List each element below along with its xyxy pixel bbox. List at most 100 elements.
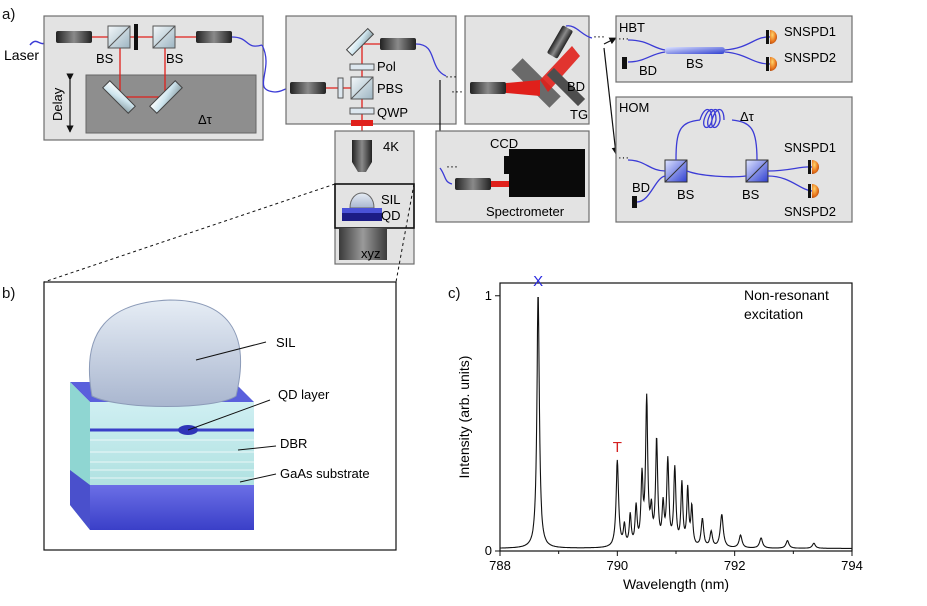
collimator-bd bbox=[547, 25, 573, 59]
cryostat-label: 4K bbox=[383, 139, 399, 154]
grating-beam bbox=[506, 80, 540, 96]
delay-mirror-right bbox=[149, 80, 183, 114]
hom-fibers bbox=[627, 108, 813, 203]
fiber-dots-2: ··· bbox=[451, 84, 463, 98]
tg-label: TG bbox=[570, 107, 588, 122]
zoom-line-right bbox=[395, 183, 415, 283]
substrate-label: GaAs substrate bbox=[280, 466, 370, 481]
panel-b-label: b) bbox=[2, 285, 15, 302]
sil-mini bbox=[349, 192, 375, 209]
sil-label-b: SIL bbox=[276, 335, 296, 350]
spectrometer-label: Spectrometer bbox=[486, 204, 565, 219]
pol-label: Pol bbox=[377, 59, 396, 74]
hbt-bd-block bbox=[622, 57, 627, 69]
qd-mini bbox=[342, 208, 382, 213]
hom-bs1-label: BS bbox=[677, 187, 695, 202]
ccd-label: CCD bbox=[490, 136, 518, 151]
fiber-dots-4: ··· bbox=[446, 159, 458, 173]
qd-layer-label: QD layer bbox=[278, 387, 330, 402]
xyz-stage bbox=[339, 228, 387, 260]
peak-x-label: X bbox=[533, 273, 543, 290]
hom-dt-label: Δτ bbox=[740, 109, 755, 124]
hom-snspd2-icon bbox=[812, 184, 819, 198]
annotation-text: Non-resonant bbox=[744, 287, 829, 303]
bs-left-label: BS bbox=[96, 51, 114, 66]
objective-lens bbox=[352, 140, 372, 172]
fiber-spectrometer bbox=[439, 167, 453, 185]
panel-a-label: a) bbox=[2, 6, 15, 23]
delay-mirror-left bbox=[102, 80, 136, 114]
hom-snspd1-icon bbox=[812, 160, 819, 174]
bs-right-label: BS bbox=[166, 51, 184, 66]
qd-label-a: QD bbox=[381, 208, 401, 223]
collimator-right bbox=[196, 31, 232, 43]
hbt-snspd1-icon bbox=[770, 30, 777, 44]
laser-label: Laser bbox=[4, 47, 39, 63]
spectrum-line bbox=[500, 296, 852, 549]
x-tick-label: 788 bbox=[489, 558, 511, 573]
hom-bs2 bbox=[745, 159, 769, 183]
spectrometer-beam bbox=[491, 181, 509, 187]
delay-block bbox=[134, 24, 138, 50]
hbt-snspd2-icon bbox=[770, 57, 777, 71]
fiber-dots-3: ··· bbox=[593, 29, 605, 43]
bd-label-a: BD bbox=[567, 79, 585, 94]
halfwave-plate bbox=[337, 77, 344, 99]
collimator-grating bbox=[470, 82, 506, 94]
qwp-label: QWP bbox=[377, 105, 408, 120]
fiber-dots: ··· bbox=[445, 69, 457, 83]
hom-box bbox=[615, 96, 853, 223]
hbt-fiber-dots: ··· bbox=[618, 33, 629, 45]
sil-label-a: SIL bbox=[381, 192, 401, 207]
bs-left bbox=[107, 25, 131, 49]
qwp-optic bbox=[349, 107, 375, 115]
hom-bd-label: BD bbox=[632, 180, 650, 195]
hbt-snspd2-label: SNSPD2 bbox=[784, 50, 836, 65]
y-tick-label: 1 bbox=[485, 288, 492, 303]
pol-mirror bbox=[345, 27, 375, 57]
fiber-grating-out bbox=[565, 25, 593, 39]
x-tick-label: 790 bbox=[606, 558, 628, 573]
dbr-label: DBR bbox=[280, 436, 307, 451]
qwp-red bbox=[351, 120, 373, 126]
substrate-mini bbox=[342, 213, 382, 221]
sil-3d bbox=[88, 299, 241, 407]
hbt-snspd2-base bbox=[766, 57, 769, 71]
hom-snspd1-label: SNSPD1 bbox=[784, 140, 836, 155]
transmission-grating bbox=[546, 67, 586, 107]
pbs-label: PBS bbox=[377, 81, 403, 96]
polarizer bbox=[349, 63, 375, 71]
hom-snspd2-base bbox=[808, 184, 811, 198]
x-axis-label: Wavelength (nm) bbox=[623, 576, 729, 592]
hbt-bs-label: BS bbox=[686, 56, 704, 71]
annotation-text: excitation bbox=[744, 306, 803, 322]
hbt-fibers-in bbox=[627, 39, 666, 63]
collimator-spectrometer bbox=[455, 178, 491, 190]
hbt-label: HBT bbox=[619, 20, 645, 35]
x-tick-label: 794 bbox=[841, 558, 863, 573]
fiber-out-1 bbox=[231, 36, 263, 47]
sample-block bbox=[70, 382, 254, 530]
pbs bbox=[350, 76, 374, 100]
hbt-bd-label: BD bbox=[639, 63, 657, 78]
hbt-snspd1-base bbox=[766, 30, 769, 44]
peak-t-label: T bbox=[613, 439, 622, 456]
y-tick-label: 0 bbox=[485, 543, 492, 558]
y-axis-label: Intensity (arb. units) bbox=[456, 356, 472, 479]
delay-label: Delay bbox=[50, 87, 65, 121]
hom-bd-block bbox=[632, 196, 637, 208]
xyz-label: xyz bbox=[361, 246, 381, 261]
hom-fiber-dots: ··· bbox=[618, 152, 629, 164]
sample-leaders bbox=[187, 341, 277, 483]
hom-label: HOM bbox=[619, 100, 649, 115]
zoom-line-left bbox=[43, 183, 336, 283]
arrow-to-hbt bbox=[603, 37, 617, 45]
hom-snspd1-base bbox=[808, 160, 811, 174]
x-tick-label: 792 bbox=[724, 558, 746, 573]
fiber-collection bbox=[415, 43, 447, 77]
delay-dt-label: Δτ bbox=[198, 112, 213, 127]
collimator-left bbox=[56, 31, 92, 43]
hom-bs1 bbox=[664, 159, 688, 183]
